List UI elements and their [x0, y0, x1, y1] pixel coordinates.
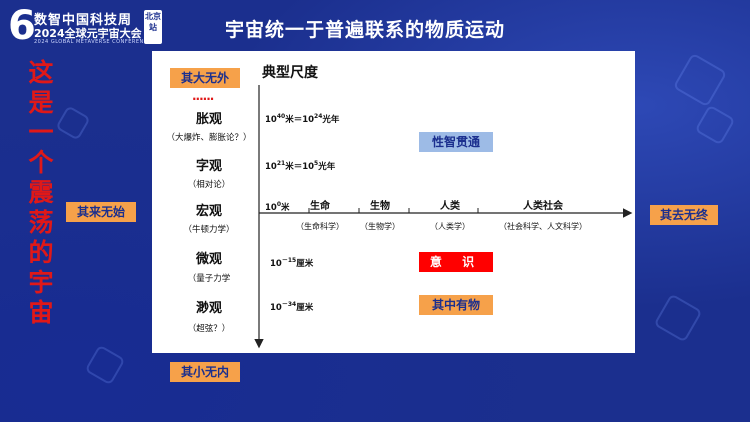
magnitude-label: 1040米＝1024光年 [265, 113, 340, 125]
logo-number: 6 [8, 3, 36, 49]
category-sub: （生物学） [360, 222, 400, 231]
category-name: 生物 [370, 201, 390, 212]
blue-box: 性智贯通 [419, 132, 493, 152]
bottom-label: 其小无内 [170, 362, 240, 382]
logo-line1: 数智中国科技周 [34, 13, 133, 28]
scale-name: 宏观 [195, 204, 222, 219]
scale-name: 字观 [195, 159, 222, 174]
chart-title: 典型尺度 [262, 65, 318, 81]
left-label: 其来无始 [66, 202, 136, 222]
slogan-char: 荡 [28, 208, 54, 237]
category-name: 人类 [440, 201, 460, 212]
conference-logo: 6 数智中国科技周 2024全球元宇宙大会 2024 GLOBAL METAVE… [8, 6, 168, 46]
right-label: 其去无终 [650, 205, 718, 225]
scale-sub: （超弦？） [187, 324, 231, 334]
slogan-char: 震 [28, 178, 54, 207]
slogan-char: 宇 [28, 268, 54, 297]
category-sub: （人类学） [430, 222, 470, 231]
magnitude-label: 1021米＝105光年 [265, 160, 336, 172]
slogan-char: 是 [28, 88, 54, 117]
category-name: 人类社会 [523, 201, 563, 212]
scale-name: 微观 [195, 252, 222, 267]
category-sub: （生命科学） [296, 222, 344, 231]
magnitude-label: 10－15厘米 [270, 257, 314, 269]
logo-line2: 2024全球元宇宙大会 [34, 27, 142, 40]
slogan-char: 个 [28, 148, 54, 177]
scale-name: 胀观 [195, 112, 222, 127]
magnitude-label: 10－34厘米 [270, 301, 314, 313]
slogan-char: 这 [28, 58, 54, 87]
logo-city-tag: 北京站 [144, 10, 162, 44]
scale-sub: （相对论） [187, 180, 231, 190]
slogan-char: 的 [28, 238, 54, 267]
red-box: 意 识 [419, 252, 493, 272]
logo-line3: 2024 GLOBAL METAVERSE CONFERENCE [34, 39, 152, 45]
vertical-slogan: 这 是 一 个 震 荡 的 宇 宙 [26, 58, 56, 328]
slide-title: 宇宙统一于普遍联系的物质运动 [224, 19, 505, 41]
category-name: 生命 [310, 201, 330, 212]
orange-box: 其中有物 [419, 295, 493, 315]
scale-name: 渺观 [195, 301, 222, 316]
top-label: 其大无外 [170, 68, 240, 88]
dots: ······ [192, 92, 214, 106]
category-sub: （社会科学、人文科学） [499, 222, 587, 231]
slogan-char: 一 [28, 118, 54, 147]
scale-sub: （牛顿力学） [183, 225, 235, 235]
slogan-char: 宙 [28, 298, 54, 327]
scale-sub: （大爆炸、膨胀论？） [166, 133, 252, 143]
magnitude-label: 100米 [265, 201, 290, 213]
diagram-panel [152, 51, 635, 353]
scale-sub: （量子力学 [187, 274, 231, 284]
